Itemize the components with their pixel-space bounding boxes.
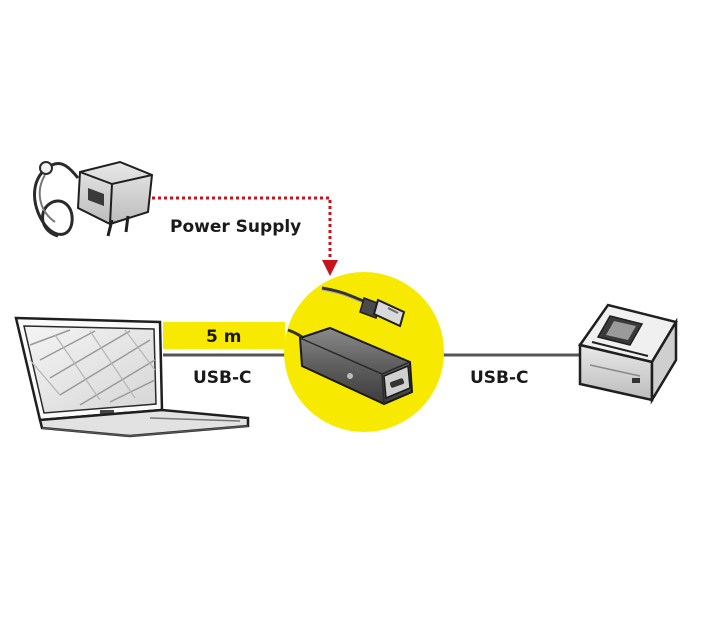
length-highlight-bar <box>163 322 285 349</box>
receipt-printer-icon <box>577 303 678 405</box>
power-arrow-icon <box>322 260 338 276</box>
cable-length-label: 5 m <box>206 327 241 347</box>
usb-repeater-cable-icon <box>287 286 414 406</box>
power-adapter-icon <box>33 160 154 238</box>
left-connector-label: USB-C <box>193 368 252 388</box>
right-connector-label: USB-C <box>470 368 529 388</box>
laptop-icon <box>14 316 250 438</box>
power-supply-label: Power Supply <box>170 217 301 237</box>
